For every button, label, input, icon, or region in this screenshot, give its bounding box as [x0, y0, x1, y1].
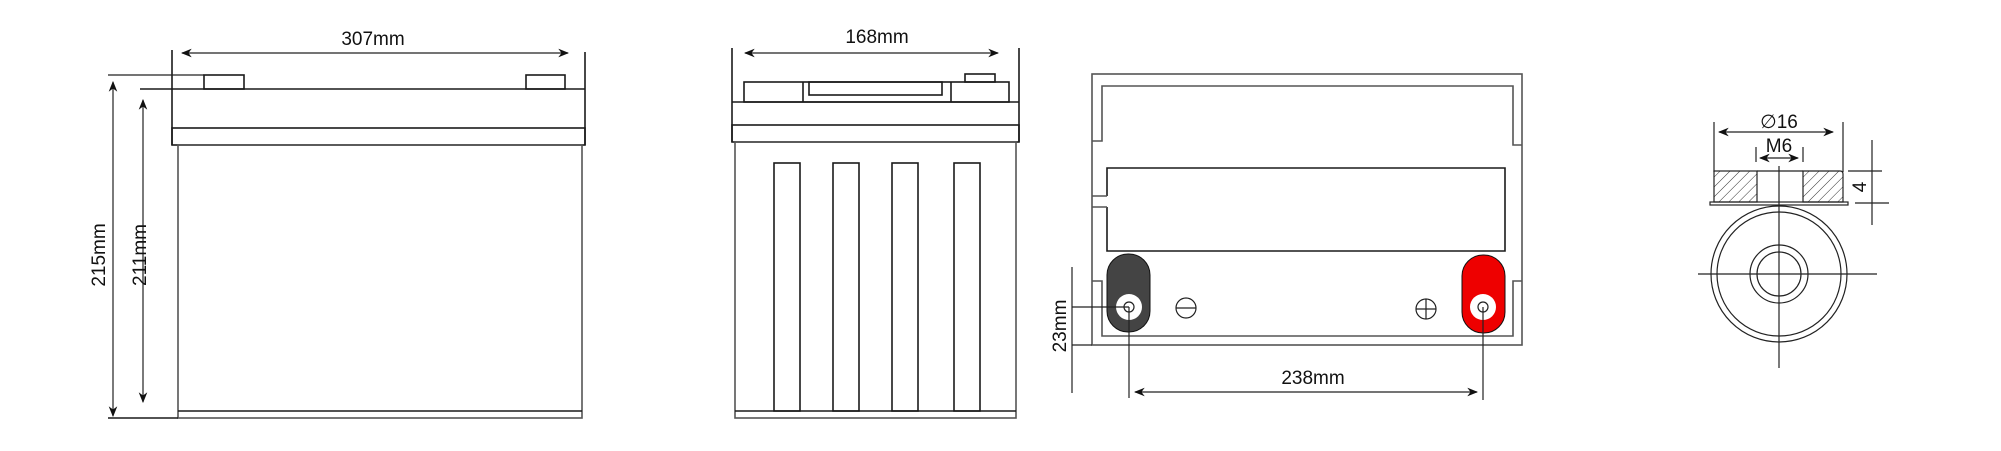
label-panel — [1106, 167, 1506, 252]
bolt-hole-circle — [1756, 251, 1802, 297]
terminal-post-right — [525, 74, 566, 90]
panel-notch — [1092, 195, 1107, 208]
minus-icon — [1175, 297, 1197, 319]
diameter-label: ∅16 — [1760, 112, 1798, 133]
case-body — [734, 141, 1017, 419]
side-width-label: 168mm — [845, 27, 908, 48]
bolt-outer-circle — [1749, 244, 1809, 304]
top-frame — [1092, 85, 1522, 146]
bottom-frame — [1092, 280, 1522, 337]
lid-rim — [731, 124, 1020, 143]
washer-section-left — [1713, 170, 1758, 203]
top-cap — [743, 81, 1010, 103]
rib — [773, 162, 801, 412]
rib — [832, 162, 860, 412]
width-label: 307mm — [341, 29, 404, 50]
rib — [891, 162, 919, 412]
washer-inner-circle — [1716, 211, 1842, 337]
cap-recess — [808, 81, 943, 96]
terminal-height-label: 23mm — [1050, 300, 1071, 353]
thickness-label: 4 — [1850, 181, 1871, 192]
washer-section-right — [1802, 170, 1844, 203]
total-height-label: 215mm — [89, 223, 110, 286]
terminal-detail: ∅16 M6 4 — [1698, 112, 1889, 368]
plus-icon — [1415, 298, 1437, 320]
rib — [953, 162, 981, 412]
lid-rim — [171, 127, 586, 146]
front-view: 307mm 215mm 211mm — [89, 29, 586, 419]
thread-label: M6 — [1766, 136, 1792, 157]
terminal-spacing-label: 238mm — [1281, 368, 1344, 389]
negative-terminal — [1106, 253, 1151, 333]
terminal-post-left — [203, 74, 245, 90]
case-height-label: 211mm — [130, 224, 151, 286]
washer-outer-circle — [1710, 205, 1848, 343]
terminal-post — [964, 73, 996, 83]
side-view: 168mm — [731, 27, 1020, 419]
top-outline — [1091, 73, 1523, 346]
top-view: 23mm 238mm — [1050, 73, 1523, 400]
case-body — [177, 144, 583, 419]
